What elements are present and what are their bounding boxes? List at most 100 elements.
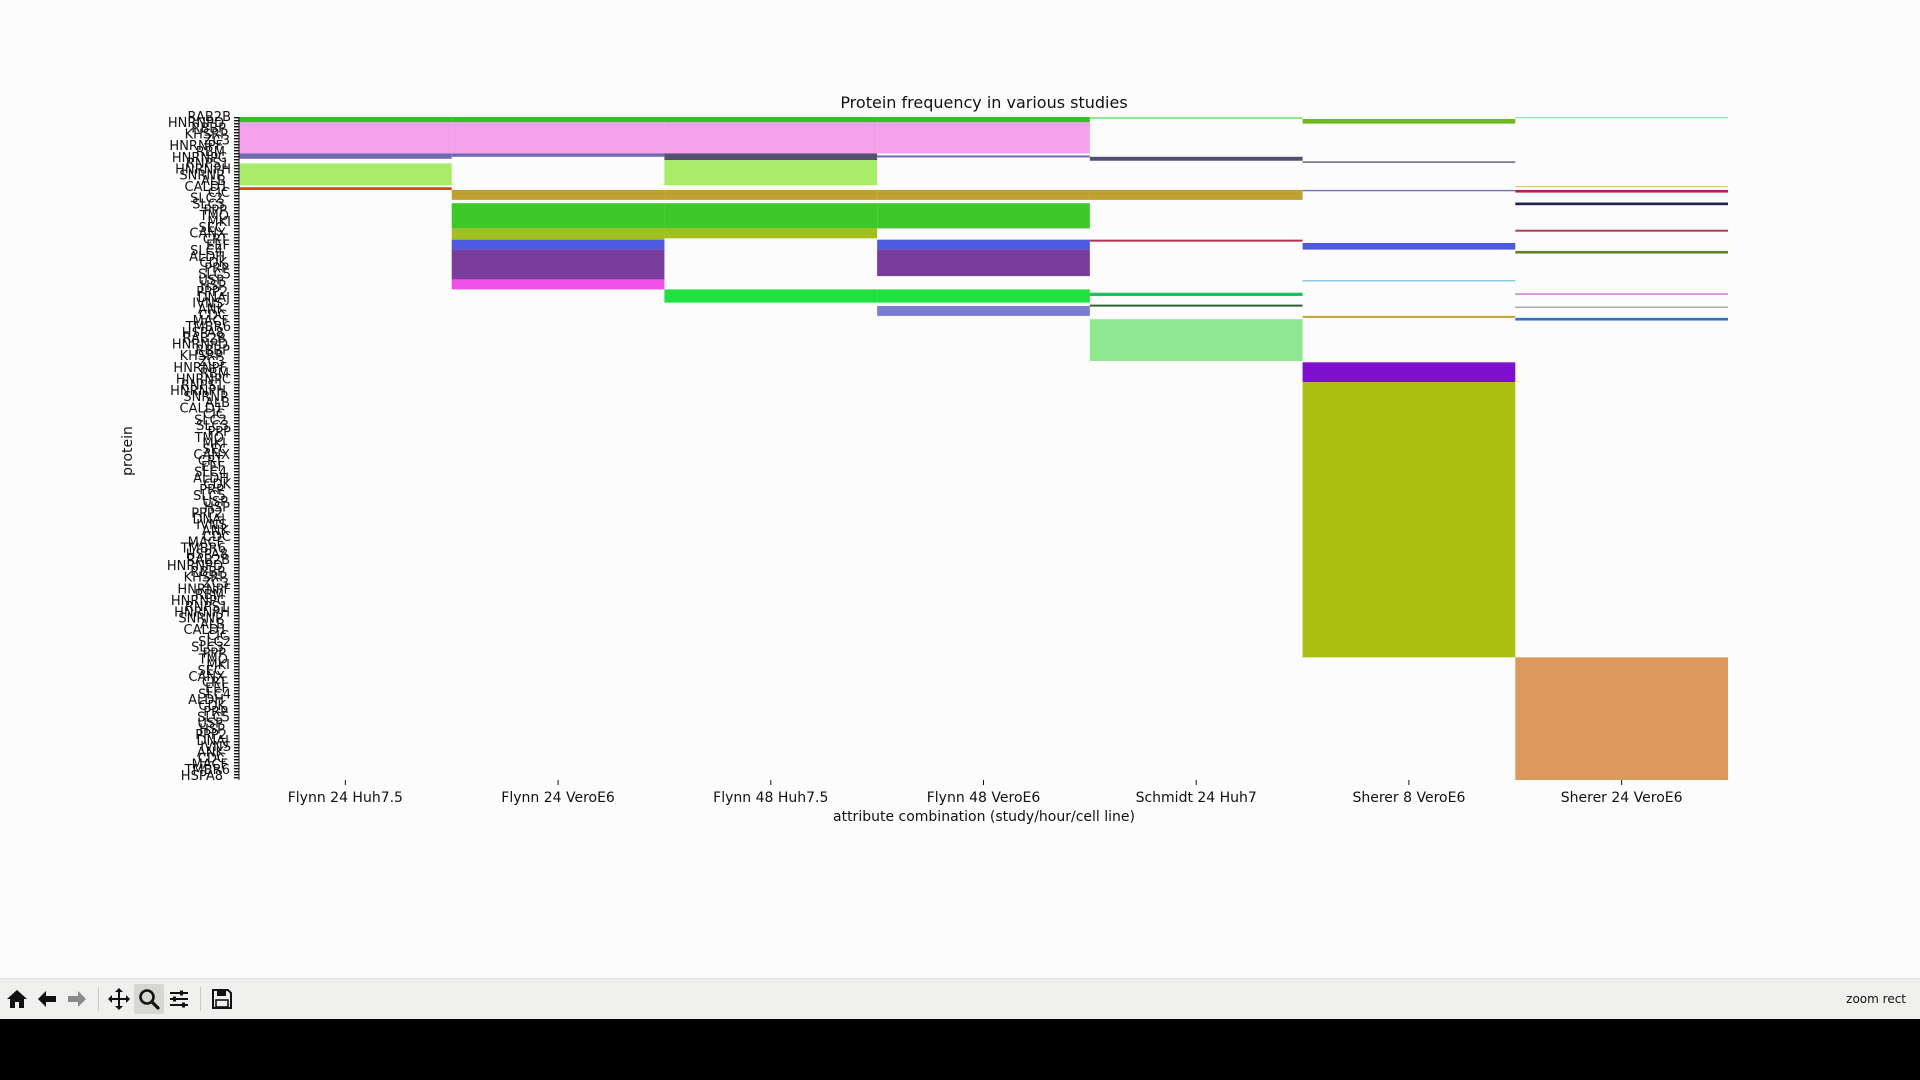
bar-segment: [1089, 117, 1303, 119]
y-tick-label: DNAJ: [197, 734, 229, 749]
bar-segment: [451, 279, 665, 290]
series-column: [664, 117, 878, 303]
bar-segment: [239, 163, 452, 186]
bar-segment: [1302, 161, 1516, 163]
y-tick-label: TMBR6: [185, 320, 231, 335]
y-tick-label: RNPS1: [181, 378, 224, 393]
y-tick-label: PPP2: [195, 728, 227, 743]
x-tick-label: Schmidt 24 Huh7: [1136, 790, 1257, 806]
bar-segment: [877, 203, 1090, 229]
series-column: [1515, 117, 1728, 780]
y-tick-label: ZC3: [203, 577, 229, 592]
y-tick-label: SLC2: [198, 635, 231, 650]
y-tick-label: HNRNPH: [170, 384, 226, 399]
toolbar-separator: [98, 987, 99, 1011]
bar-segment: [877, 189, 1090, 200]
move-icon: [108, 988, 130, 1010]
y-tick-label: ALDH: [188, 693, 224, 708]
y-tick-label: PRP: [203, 705, 228, 720]
y-tick-label: ZC3: [199, 355, 225, 370]
y-tick-label: HNRNPD: [168, 116, 224, 131]
configure-subplots-button[interactable]: [164, 984, 194, 1014]
bar-segment: [877, 289, 1090, 303]
y-tick-label: RNPS1: [185, 600, 228, 615]
y-tick-label: KHSRP: [185, 127, 229, 142]
y-tick-label: SEC: [198, 221, 224, 236]
y-tick-label: SEC: [202, 442, 228, 457]
bar-segment: [1515, 657, 1728, 780]
y-tick-label: PPP: [202, 647, 226, 662]
y-tick-label: DNAJ: [193, 512, 225, 527]
navigation-toolbar: zoom rect: [0, 978, 1920, 1019]
bar-segment: [1089, 189, 1303, 200]
y-tick-label: ANK: [198, 302, 226, 317]
y-tick-label: HNRNPC: [171, 594, 226, 609]
bar-segment: [877, 117, 1090, 123]
figure-canvas: Protein frequency in various studies att…: [0, 0, 1920, 978]
y-tick-label: CDK: [199, 256, 227, 271]
y-tick-label: HNRNPC: [172, 151, 227, 166]
y-tick-label: PPP2: [196, 285, 228, 300]
bar-segment: [1515, 293, 1728, 295]
y-tick-label: HSP: [200, 279, 226, 294]
bar-segment: [664, 160, 878, 186]
forward-button[interactable]: [62, 984, 92, 1014]
x-tick-label: Sherer 8 VeroE6: [1352, 790, 1465, 806]
y-tick-label: SLC3: [196, 419, 229, 434]
zoom-button[interactable]: [134, 984, 164, 1014]
series-column: [239, 117, 452, 190]
y-tick-label: CANX: [189, 227, 226, 242]
bar-segment: [877, 305, 1090, 316]
y-tick-label: HNRNPF: [173, 361, 227, 376]
y-tick-label: KHSRP: [184, 571, 228, 586]
y-tick-label: HNRNPH: [174, 606, 230, 621]
y-tick-label: DNAJ: [198, 291, 230, 306]
y-tick-label: CALD1: [180, 402, 224, 417]
y-tick-label: EEF: [206, 238, 230, 253]
bar-segment: [1089, 156, 1303, 161]
y-tick-label: RBBP: [195, 343, 230, 358]
bar-segment: [1089, 319, 1303, 361]
y-tick-label: CIC: [208, 186, 230, 201]
y-tick-label: ALB: [205, 396, 230, 411]
y-tick-label: CRT: [203, 232, 228, 247]
y-tick-label: ZC3: [204, 133, 230, 148]
x-axis-label: attribute combination (study/hour/cell l…: [833, 809, 1135, 825]
y-tick-label: HNRNPH: [175, 162, 231, 177]
y-axis-label: protein: [120, 426, 136, 476]
bar-segment: [1302, 382, 1516, 658]
bar-segment: [1302, 315, 1516, 318]
y-tick-label: SLC5: [193, 489, 226, 504]
y-axis-ticks: [234, 117, 239, 780]
bar-segment: [1302, 242, 1516, 250]
back-button[interactable]: [32, 984, 62, 1014]
bar-segment: [1089, 239, 1303, 242]
y-tick-label: TMBR6: [180, 542, 226, 557]
y-tick-label: CANX: [188, 670, 225, 685]
save-button[interactable]: [207, 984, 237, 1014]
y-tick-label: SNRNP: [178, 612, 223, 627]
bar-segment: [1515, 185, 1728, 188]
bar-segment: [451, 228, 665, 240]
y-tick-label: HNRNPD: [172, 337, 228, 352]
y-tick-label: CDC: [199, 308, 227, 323]
y-tick-label: CALD1: [184, 623, 228, 638]
y-tick-label: SLC4: [190, 244, 223, 259]
bar-segment: [664, 153, 878, 161]
y-tick-label: SLC5: [198, 267, 231, 282]
bar-segment: [664, 228, 878, 239]
bar-segment: [239, 117, 452, 123]
chart: Protein frequency in various studies att…: [120, 93, 1728, 825]
y-tick-label: ALDH: [189, 250, 225, 265]
y-tick-label: RAB2B: [182, 332, 226, 347]
bar-segment: [239, 153, 452, 159]
x-tick-label: Flynn 48 VeroE6: [927, 790, 1041, 806]
pan-button[interactable]: [104, 984, 134, 1014]
bar-segment: [451, 239, 665, 250]
bar-segment: [1515, 202, 1728, 206]
y-tick-label: SEC: [197, 664, 223, 679]
home-button[interactable]: [2, 984, 32, 1014]
toolbar-separator: [200, 987, 201, 1011]
y-tick-label: TMO: [199, 209, 229, 224]
bar-segment: [451, 203, 665, 229]
